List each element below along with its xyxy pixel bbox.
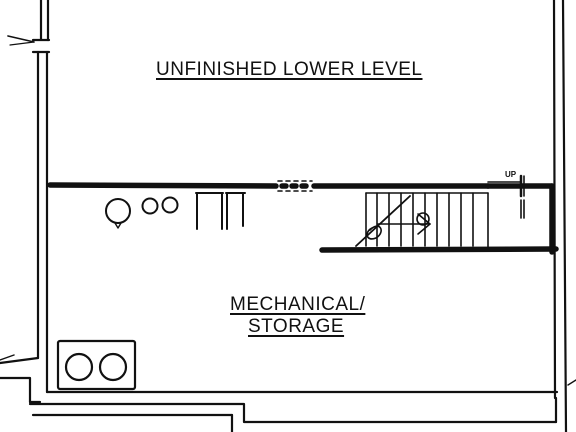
stair-up-label: UP [505, 170, 517, 179]
stair [355, 174, 525, 249]
room-label-unfinished-lower-level: UNFINISHED LOWER LEVEL [156, 59, 423, 80]
room-label-line1: MECHANICAL/ [230, 294, 366, 315]
laundry-appliances [56, 339, 137, 391]
room-label-mechanical-storage: MECHANICAL/ STORAGE [230, 294, 365, 338]
stair-break-mark [366, 225, 382, 240]
room-label-line2: STORAGE [248, 316, 345, 337]
water-heater-equipment [105, 192, 246, 230]
wall-opening [277, 180, 313, 192]
partition-wall [47, 182, 559, 255]
